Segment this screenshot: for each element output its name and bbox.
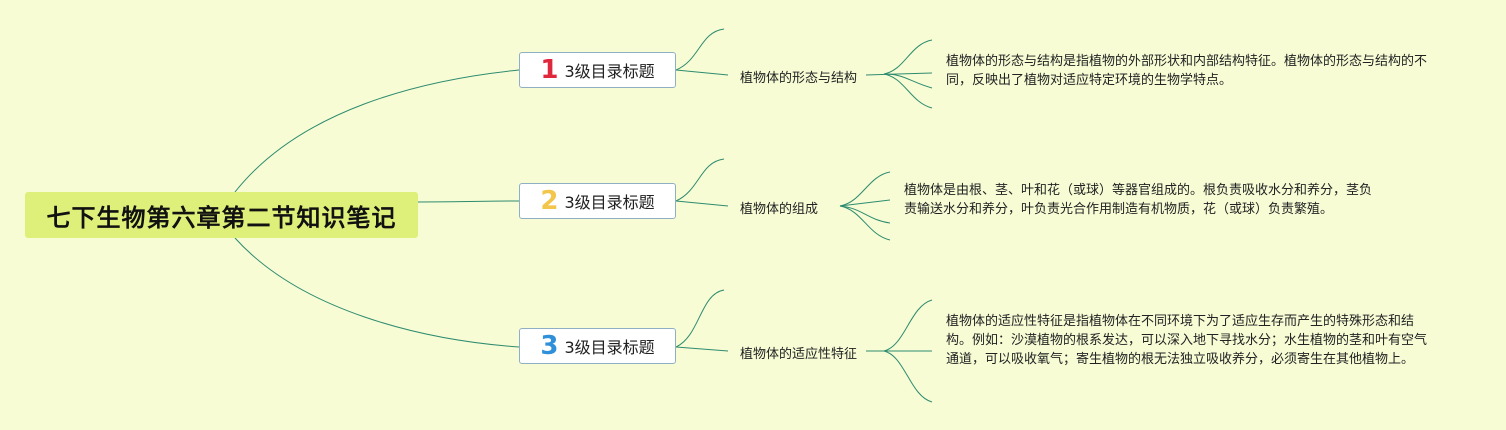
branch-label: 3级目录标题 — [564, 338, 655, 357]
number-two-icon: 2 — [540, 186, 559, 216]
note-2[interactable]: 植物体是由根、茎、叶和花（或球）等器官组成的。根负责吸收水分和养分，茎负责输送水… — [904, 183, 1373, 217]
root-topic[interactable]: 七下生物第六章第二节知识笔记 — [25, 192, 418, 238]
link-topic-2-note — [839, 199, 891, 207]
link-branch-1-leaf — [675, 28, 725, 71]
branch-label: 3级目录标题 — [564, 193, 655, 212]
branch-topic-2[interactable]: 2 3级目录标题 — [519, 183, 676, 219]
link-branch-2-topic — [675, 200, 729, 207]
root-title: 七下生物第六章第二节知识笔记 — [46, 203, 397, 232]
number-three-icon: 3 — [540, 331, 559, 361]
link-root-branch-1 — [234, 69, 520, 193]
branch-topic-1[interactable]: 1 3级目录标题 — [519, 52, 676, 88]
branch-topic-3[interactable]: 3 3级目录标题 — [519, 328, 676, 364]
link-root-branch-2 — [417, 200, 520, 203]
link-topic-1-note — [865, 72, 933, 76]
link-root-branch-3 — [234, 237, 520, 348]
link-branch-1-topic — [675, 69, 729, 76]
note-1[interactable]: 植物体的形态与结构是指植物的外部形状和内部结构特征。植物体的形态与结构的不同，反… — [946, 54, 1428, 88]
branch-label: 3级目录标题 — [564, 62, 655, 81]
subtopic-3[interactable]: 植物体的适应性特征 — [740, 347, 858, 362]
link-branch-3-leaf — [675, 289, 725, 348]
link-branch-3-topic — [675, 346, 729, 352]
number-one-icon: 1 — [540, 55, 559, 85]
link-branch-2-leaf — [675, 158, 725, 202]
note-3[interactable]: 植物体的适应性特征是指植物体在不同环境下为了适应生存而产生的特殊形态和结构。例如… — [946, 314, 1428, 367]
subtopic-2[interactable]: 植物体的组成 — [740, 202, 819, 217]
subtopic-1[interactable]: 植物体的形态与结构 — [740, 71, 858, 86]
